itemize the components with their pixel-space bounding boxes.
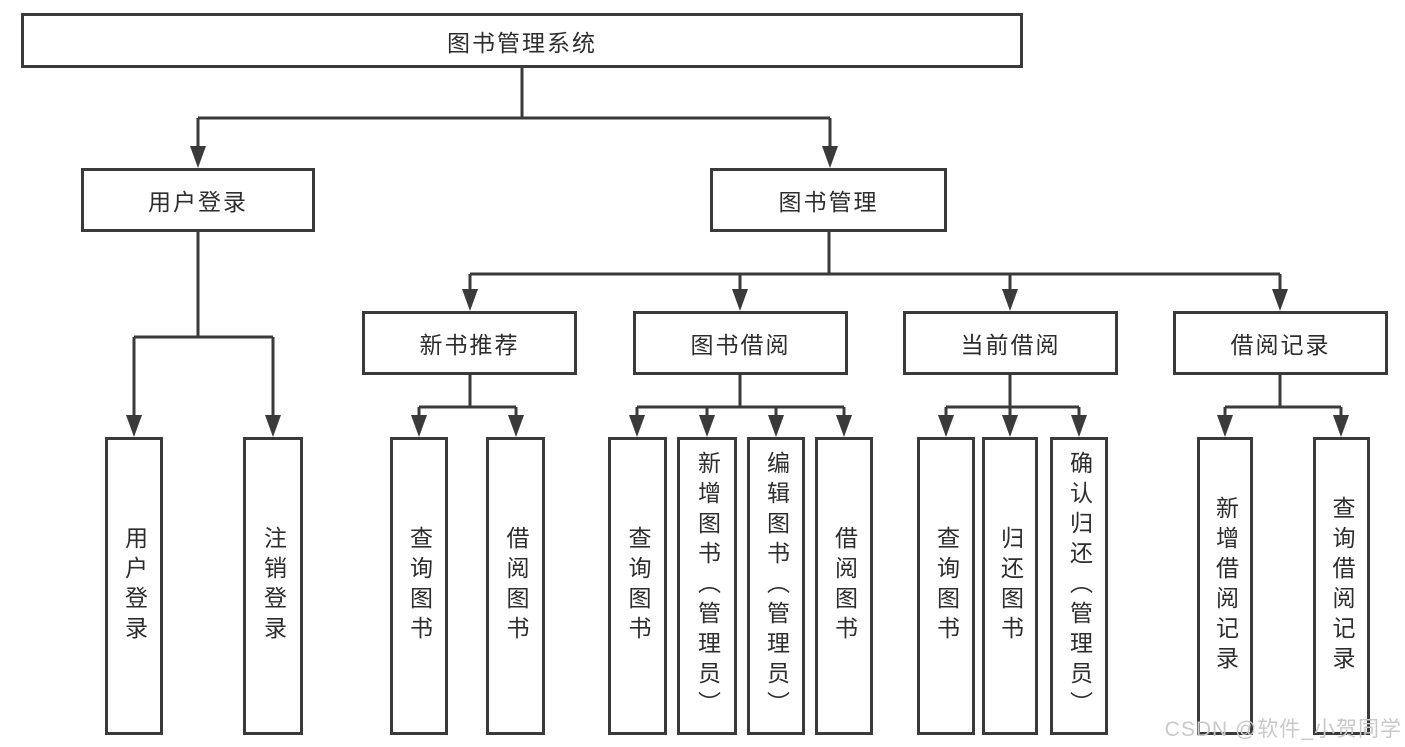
- leaf-user-login: 用户登录: [105, 437, 163, 735]
- arrowheads: [126, 146, 1349, 437]
- leaf-bb-edit-books-admin: 编辑图书（管理员）: [747, 437, 805, 735]
- leaf-bb-edit-books-admin-label: 编辑图书（管理员）: [763, 451, 790, 721]
- leaf-cb-confirm-return-admin-label: 确认归还（管理员）: [1066, 451, 1093, 721]
- leaf-nbr-borrow-books-label: 借阅图书: [503, 526, 529, 646]
- leaf-bb-query-books: 查询图书: [608, 437, 667, 735]
- leaf-br-query-record-label: 查询借阅记录: [1329, 496, 1355, 676]
- leaf-br-add-record-label: 新增借阅记录: [1212, 496, 1239, 676]
- leaf-nbr-query-books-label: 查询图书: [406, 526, 433, 646]
- node-book-borrow: 图书借阅: [633, 311, 848, 375]
- leaf-logout-label: 注销登录: [260, 526, 287, 646]
- leaf-br-query-record: 查询借阅记录: [1313, 437, 1370, 735]
- node-current-borrow: 当前借阅: [903, 311, 1118, 375]
- node-root-system: 图书管理系统: [21, 13, 1023, 68]
- leaf-bb-borrow-books: 借阅图书: [815, 437, 873, 735]
- leaf-logout: 注销登录: [243, 437, 303, 735]
- leaf-nbr-borrow-books: 借阅图书: [486, 437, 545, 735]
- node-borrow-records: 借阅记录: [1173, 311, 1388, 375]
- leaf-cb-confirm-return-admin: 确认归还（管理员）: [1050, 437, 1108, 735]
- leaf-bb-add-books-admin-label: 新增图书（管理员）: [694, 451, 721, 721]
- leaf-bb-add-books-admin: 新增图书（管理员）: [677, 437, 737, 735]
- leaf-br-add-record: 新增借阅记录: [1197, 437, 1253, 735]
- leaf-bb-query-books-label: 查询图书: [625, 526, 651, 646]
- leaf-bb-borrow-books-label: 借阅图书: [831, 526, 858, 646]
- node-user-login: 用户登录: [81, 168, 315, 232]
- leaf-cb-return-books: 归还图书: [982, 437, 1038, 735]
- leaf-user-login-label: 用户登录: [121, 526, 148, 646]
- leaf-cb-query-books: 查询图书: [917, 437, 975, 735]
- leaf-cb-return-books-label: 归还图书: [997, 526, 1024, 646]
- leaf-nbr-query-books: 查询图书: [390, 437, 448, 735]
- csdn-watermark: CSDN @软件_小贺同学: [1164, 718, 1402, 741]
- node-book-management: 图书管理: [710, 168, 947, 232]
- leaf-cb-query-books-label: 查询图书: [933, 526, 960, 646]
- node-new-book-recommend: 新书推荐: [362, 311, 577, 375]
- connector-elbows: [132, 68, 1343, 419]
